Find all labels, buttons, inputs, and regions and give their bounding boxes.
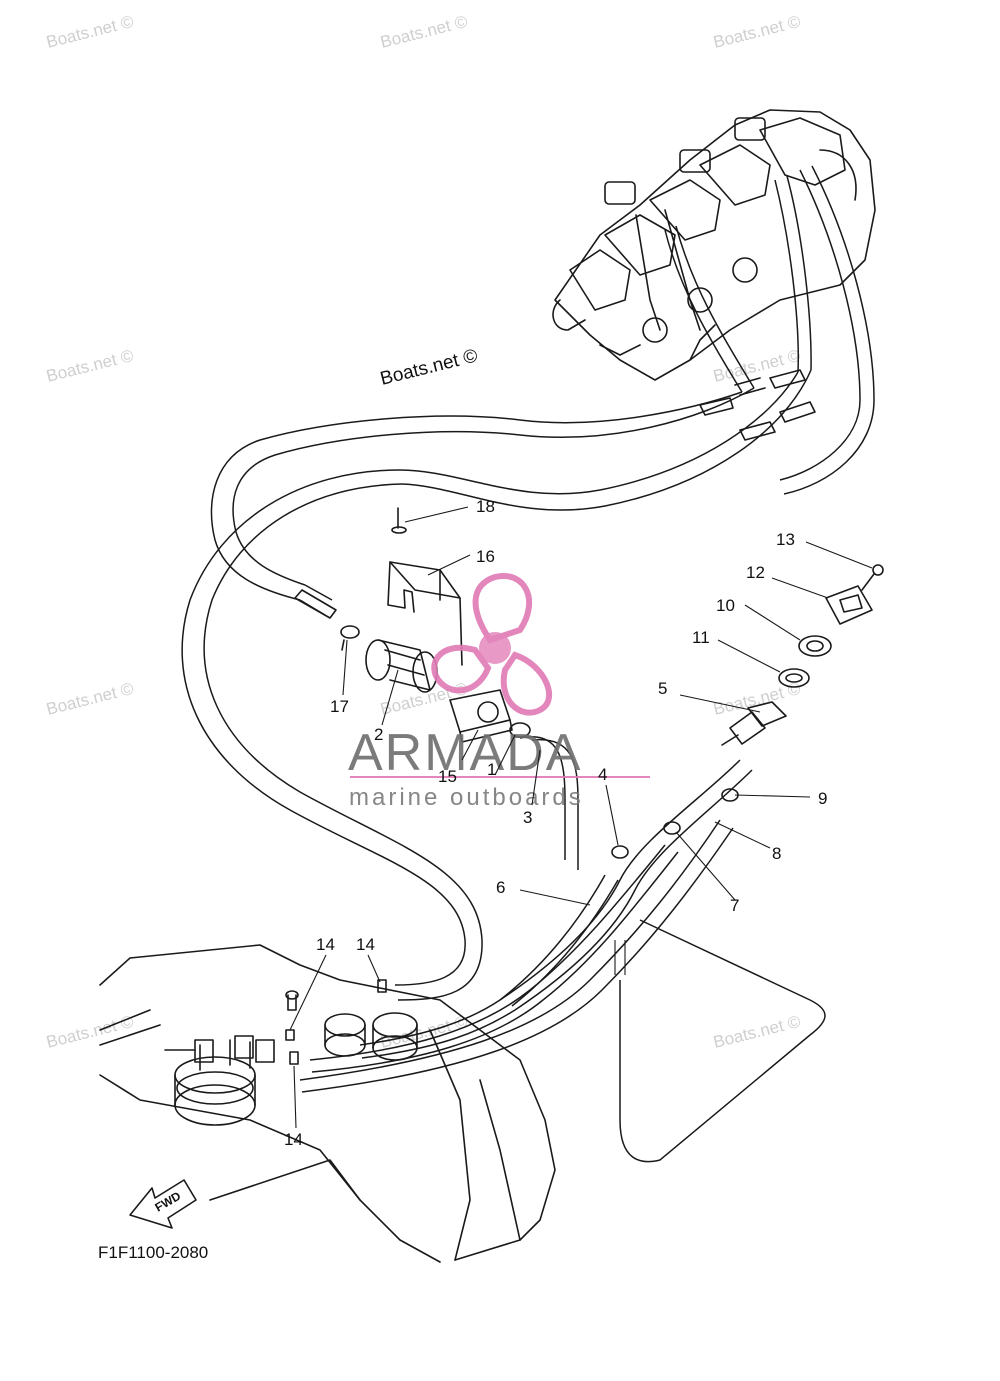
watermark: Boats.net © (44, 679, 135, 719)
callout-14: 14 (316, 935, 335, 954)
callout-2: 2 (374, 725, 383, 744)
vent-fittings (299, 564, 884, 1093)
upper-hoses (181, 165, 875, 1001)
callout-3: 3 (523, 808, 532, 827)
fuel-filter-assembly (294, 507, 579, 870)
watermark: Boats.net © (44, 12, 135, 52)
callout-17: 17 (330, 697, 349, 716)
copyright-notice: Boats.net © (378, 345, 480, 389)
watermarks: Boats.net © Boats.net © Boats.net © Boat… (44, 12, 802, 1052)
brand-divider (350, 776, 650, 778)
callout-6: 6 (496, 878, 505, 897)
carburetor-assembly (552, 109, 876, 381)
watermark: Boats.net © (44, 1012, 135, 1052)
fwd-arrow: FWD (129, 1179, 197, 1229)
callout-1: 1 (487, 760, 496, 779)
brand-name: ARMADA (348, 724, 582, 782)
callout-12: 12 (746, 563, 765, 582)
watermark: Boats.net © (378, 12, 469, 52)
callout-13: 13 (776, 530, 795, 549)
watermark: Boats.net © (711, 1012, 802, 1052)
callout-16: 16 (476, 547, 495, 566)
callout-10: 10 (716, 596, 735, 615)
vent-hose-loop (619, 919, 826, 1163)
armada-logo: ARMADA marine outboards (348, 572, 650, 811)
brand-tagline: marine outboards (349, 784, 584, 811)
leader-lines (289, 506, 873, 1129)
callout-9: 9 (818, 789, 827, 808)
callout-4: 4 (598, 765, 607, 784)
callout-14: 14 (284, 1130, 303, 1149)
callout-labels: 1 2 3 4 5 6 7 8 9 10 11 12 13 14 14 14 1… (284, 497, 827, 1149)
callout-14: 14 (356, 935, 375, 954)
watermark: Boats.net © (44, 346, 135, 386)
watermark: Boats.net © (711, 346, 802, 386)
propeller-icon (431, 572, 553, 716)
callout-15: 15 (438, 767, 457, 786)
drawing-code: F1F1100-2080 (98, 1243, 208, 1262)
callout-8: 8 (772, 844, 781, 863)
fuel-tank (99, 944, 556, 1263)
callout-18: 18 (476, 497, 495, 516)
watermark: Boats.net © (711, 12, 802, 52)
callout-7: 7 (730, 896, 739, 915)
watermark: Boats.net © (711, 679, 802, 719)
callout-11: 11 (692, 628, 710, 647)
callout-5: 5 (658, 679, 667, 698)
